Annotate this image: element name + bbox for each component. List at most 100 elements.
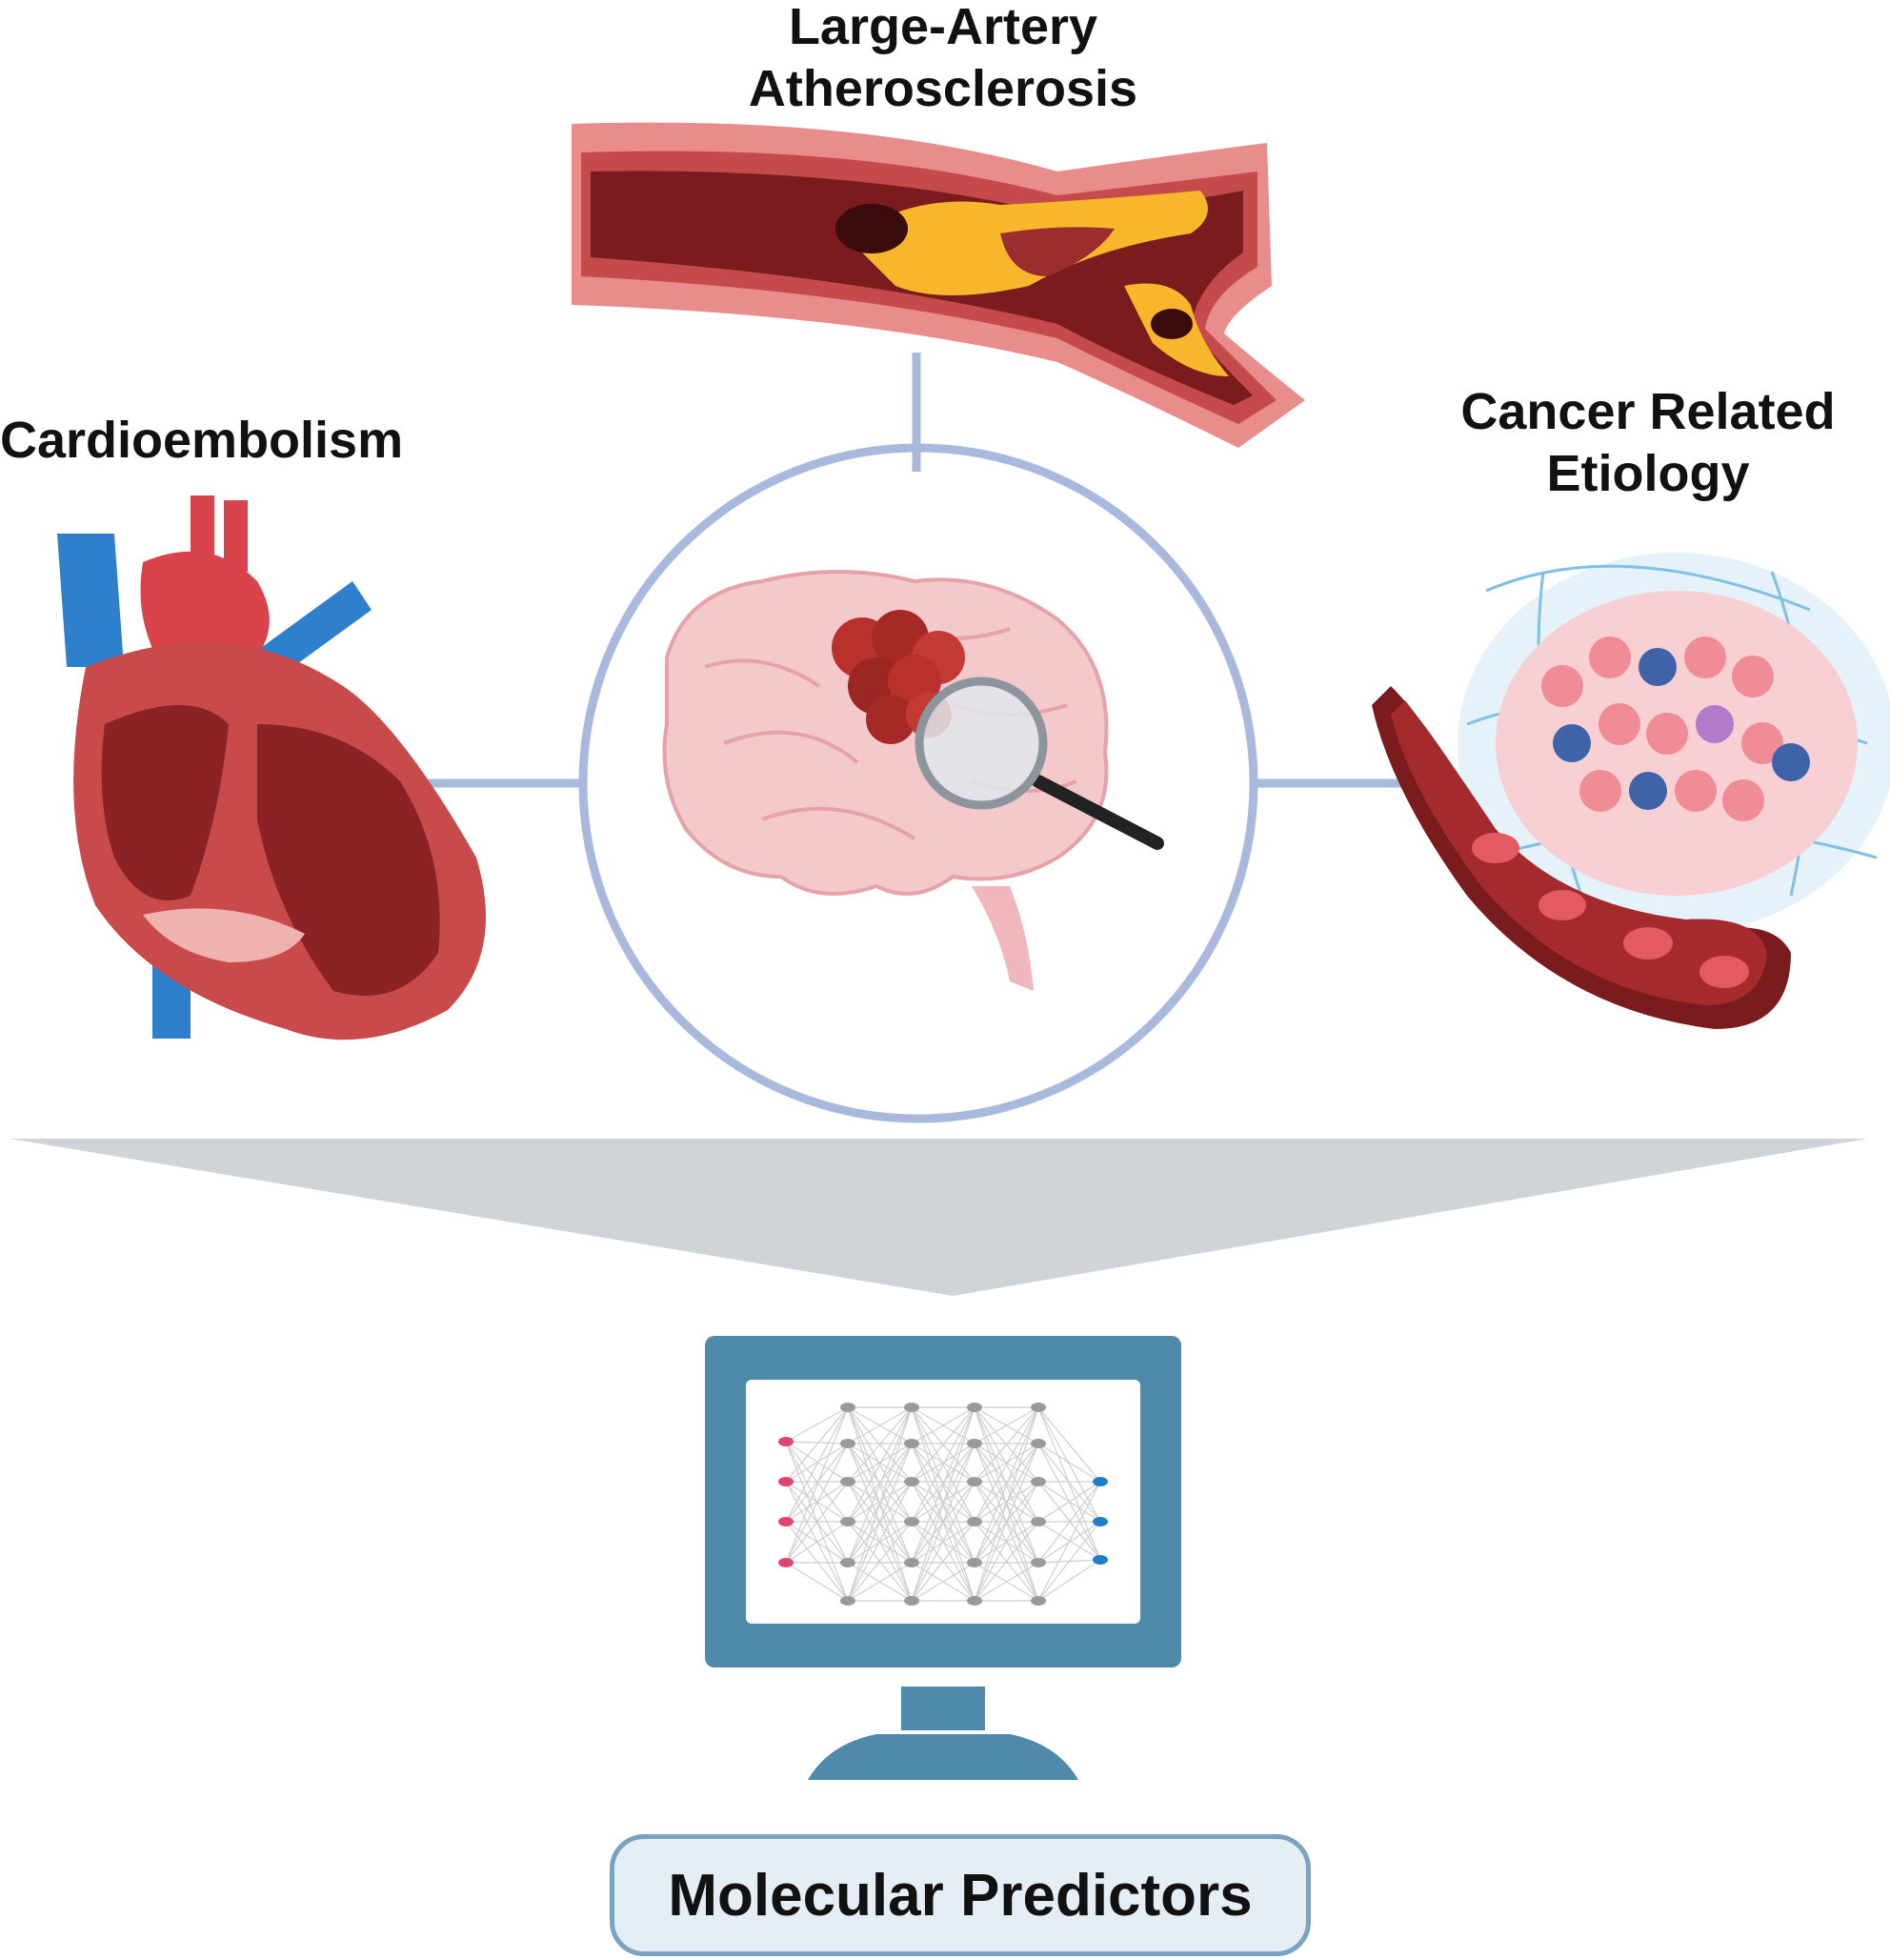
nn-hidden-node [840, 1477, 855, 1486]
nn-edge [847, 1521, 913, 1602]
nn-edge [785, 1443, 849, 1523]
nn-edge [847, 1406, 913, 1564]
nn-edge [847, 1443, 913, 1483]
nn-hidden-node [967, 1477, 982, 1486]
nn-edge [974, 1406, 1039, 1483]
nn-hidden-node [1031, 1439, 1046, 1448]
label-line: Large-Artery [788, 0, 1098, 55]
nn-hidden-node [840, 1439, 855, 1448]
label-line: Atherosclerosis [748, 59, 1138, 117]
nn-edge [974, 1406, 1039, 1602]
tumor-vessel-icon [1372, 553, 1890, 1029]
nn-hidden-node [904, 1403, 919, 1412]
nn-output-node [1093, 1555, 1108, 1565]
label-large-artery-atherosclerosis: Large-Artery Atherosclerosis [657, 0, 1229, 120]
nn-hidden-node [840, 1517, 855, 1526]
nn-edge [974, 1443, 1039, 1483]
nn-edge [1037, 1443, 1101, 1523]
nn-edge [911, 1406, 975, 1483]
nn-edge [974, 1562, 1039, 1602]
nn-edge [911, 1406, 975, 1602]
nn-output-node [1093, 1477, 1108, 1486]
connector-lines [419, 353, 1410, 1123]
nn-edge [911, 1406, 975, 1564]
nn-hidden-node [967, 1596, 982, 1606]
nn-input-node [778, 1517, 794, 1526]
nn-edge [785, 1521, 849, 1564]
nn-edge [1037, 1481, 1101, 1602]
computer-neural-network-icon [705, 1336, 1181, 1780]
nn-edge [911, 1481, 975, 1523]
tumor-cluster [832, 610, 965, 744]
nn-edge [1037, 1406, 1101, 1483]
nn-hidden-node [904, 1517, 919, 1526]
label-line: Etiology [1546, 444, 1750, 502]
label-line: Cancer Related [1460, 383, 1836, 440]
nn-hidden-node [967, 1558, 982, 1567]
nn-edge [974, 1443, 1039, 1602]
neural-network-nodes [778, 1403, 1108, 1606]
nn-edge [785, 1443, 849, 1483]
nn-edge [785, 1481, 849, 1564]
nn-hidden-node [904, 1439, 919, 1448]
nn-input-node [778, 1477, 794, 1486]
nn-edge [847, 1481, 913, 1602]
nn-edge [785, 1406, 849, 1564]
tumor-cells [1541, 636, 1810, 821]
nn-edge [911, 1443, 975, 1523]
nn-edge [1037, 1521, 1101, 1602]
neural-network-edges [785, 1406, 1101, 1602]
brain-magnifier-icon [662, 570, 1164, 991]
nn-edge [911, 1406, 975, 1523]
nn-edge [785, 1562, 849, 1602]
nn-output-node [1093, 1517, 1108, 1526]
nn-hidden-node [904, 1558, 919, 1567]
nn-edge [1037, 1481, 1101, 1523]
nn-input-node [778, 1437, 794, 1446]
nn-edge [911, 1443, 975, 1483]
nn-edge [1037, 1481, 1101, 1564]
heart-anatomy-icon [57, 495, 486, 1041]
nn-edge [1037, 1443, 1101, 1483]
nn-edge [974, 1481, 1039, 1602]
label-cardioembolism: Cardioembolism [0, 412, 404, 469]
nn-hidden-node [1031, 1477, 1046, 1486]
nn-hidden-node [1031, 1403, 1046, 1412]
nn-edge [785, 1441, 849, 1483]
molecular-predictors-label: Molecular Predictors [668, 1862, 1253, 1929]
nn-hidden-node [967, 1439, 982, 1448]
nn-edge [847, 1406, 913, 1523]
nn-hidden-node [1031, 1517, 1046, 1526]
nn-edge [974, 1481, 1039, 1523]
nn-edge [847, 1481, 913, 1523]
nn-edge [847, 1406, 913, 1483]
nn-edge [847, 1406, 913, 1445]
nn-edge [911, 1443, 975, 1602]
nn-edge [911, 1521, 975, 1602]
nn-edge [785, 1443, 849, 1564]
nn-hidden-node [904, 1596, 919, 1606]
nn-edge [785, 1406, 849, 1523]
artery-plaque-icon [572, 122, 1305, 449]
nn-edge [1037, 1559, 1101, 1602]
nn-hidden-node [904, 1477, 919, 1486]
nn-edge [785, 1406, 849, 1483]
nn-edge [785, 1406, 849, 1443]
nn-edge [785, 1481, 849, 1523]
nn-edge [974, 1521, 1039, 1602]
label-cancer-related-etiology: Cancer Related Etiology [1410, 381, 1886, 505]
nn-edge [974, 1406, 1039, 1523]
molecular-predictors-box: Molecular Predictors [610, 1834, 1311, 1956]
nn-hidden-node [1031, 1596, 1046, 1606]
nn-edge [911, 1562, 975, 1602]
nn-edge [974, 1443, 1039, 1523]
nn-edge [974, 1406, 1039, 1445]
nn-edge [974, 1406, 1039, 1564]
nn-edge [785, 1521, 849, 1602]
funnel-arrow [10, 1139, 1867, 1296]
nn-edge [847, 1443, 913, 1523]
nn-edge [847, 1406, 913, 1602]
nn-hidden-node [1031, 1558, 1046, 1567]
nn-hidden-node [840, 1558, 855, 1567]
